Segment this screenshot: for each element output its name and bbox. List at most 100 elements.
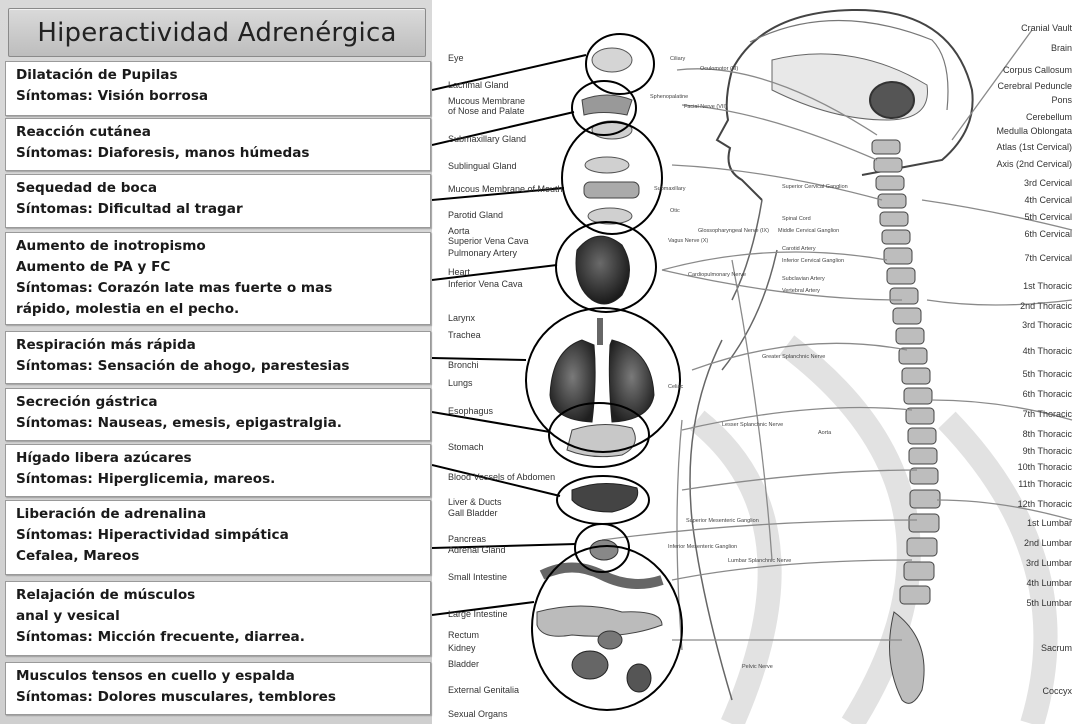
organ-label: Adrenal Gland: [448, 545, 506, 555]
spine-label: 3rd Cervical: [1024, 178, 1072, 188]
small-intestine-organ: [542, 568, 662, 585]
organ-label: Liver & Ducts: [448, 497, 502, 507]
organ-label: Superior Vena Cava: [448, 236, 529, 246]
symptom-line: Síntomas: Sensación de ahogo, parestesia…: [16, 356, 430, 377]
nerve-label: Greater Splanchnic Nerve: [762, 354, 825, 360]
symptom-line: Síntomas: Diaforesis, manos húmedas: [16, 143, 430, 164]
symptom-box-pupils: Dilatación de Pupilas Síntomas: Visión b…: [5, 61, 431, 116]
symptom-line: Síntomas: Corazón late mas fuerte o mas: [16, 278, 430, 299]
liver-organ: [572, 483, 638, 512]
spine-label: Medulla Oblongata: [996, 126, 1072, 136]
symptom-line: Liberación de adrenalina: [16, 504, 430, 525]
symptom-line: Síntomas: Dificultad al tragar: [16, 199, 430, 220]
symptom-line: Dilatación de Pupilas: [16, 65, 430, 86]
nerve-label: Carotid Artery: [782, 246, 816, 252]
nerve-label: Middle Cervical Ganglion: [778, 228, 839, 234]
organ-label: Lacrimal Gland: [448, 80, 509, 90]
symptom-box-gastric: Secreción gástrica Síntomas: Nauseas, em…: [5, 388, 431, 441]
nerve-label: Sphenopalatine: [650, 94, 688, 100]
spine-label: 12th Thoracic: [1018, 499, 1073, 509]
spine-label: 6th Cervical: [1024, 229, 1072, 239]
heart-organ: [576, 236, 630, 304]
symptom-box-heart: Aumento de inotropismo Aumento de PA y F…: [5, 232, 431, 325]
organ-label: Lungs: [448, 378, 473, 388]
mouth-membrane-organ: [584, 182, 639, 198]
spine-label: 4th Thoracic: [1023, 346, 1073, 356]
spine-label: Cerebellum: [1026, 112, 1072, 122]
organ-label: Parotid Gland: [448, 210, 503, 220]
symptom-box-skin: Reacción cutánea Síntomas: Diaforesis, m…: [5, 118, 431, 171]
symptom-line: Síntomas: Visión borrosa: [16, 86, 430, 107]
organ-label: Pulmonary Artery: [448, 248, 518, 258]
organ-label: Gall Bladder: [448, 508, 498, 518]
symptom-line: Sequedad de boca: [16, 178, 430, 199]
symptom-box-muscles-anal: Relajación de músculos anal y vesical Sí…: [5, 581, 431, 656]
spine-label: Corpus Callosum: [1003, 65, 1072, 75]
spine-label: 1st Lumbar: [1027, 518, 1072, 528]
organ-label: Aorta: [448, 226, 470, 236]
eye-organ: [592, 48, 632, 72]
organ-label: Submaxillary Gland: [448, 134, 526, 144]
nerve-label: Lesser Splanchnic Nerve: [722, 422, 783, 428]
spine-label: 9th Thoracic: [1023, 446, 1073, 456]
bladder-organ: [572, 651, 608, 679]
spine-label: 5th Thoracic: [1023, 369, 1073, 379]
symptom-line: Relajación de músculos: [16, 585, 430, 606]
nerve-label: Pelvic Nerve: [742, 664, 773, 670]
spine-label: Brain: [1051, 43, 1072, 53]
organ-label: Sexual Organs: [448, 709, 508, 719]
organ-label: External Genitalia: [448, 685, 519, 695]
organ-label: Inferior Vena Cava: [448, 279, 523, 289]
nerve-label: Glossopharyngeal Nerve (IX): [698, 228, 769, 234]
nerve-label: Vertebral Artery: [782, 288, 820, 294]
organ-label: Stomach: [448, 442, 484, 452]
organ-label: Kidney: [448, 643, 476, 653]
symptom-line: Síntomas: Hiperactividad simpática: [16, 525, 430, 546]
organ-label: Sublingual Gland: [448, 161, 517, 171]
symptom-line: Respiración más rápida: [16, 335, 430, 356]
nerve-label: Celiac: [668, 384, 684, 390]
spine-label: 4th Cervical: [1024, 195, 1072, 205]
nerve-label: Otic: [670, 208, 680, 214]
symptom-line: Musculos tensos en cuello y espalda: [16, 666, 430, 687]
spine-label: Coccyx: [1042, 686, 1072, 696]
nose-membrane-organ: [582, 95, 632, 115]
organ-label: Bronchi: [448, 360, 479, 370]
spine-label: 3rd Lumbar: [1026, 558, 1072, 568]
spine-label: Cerebral Peduncle: [997, 81, 1072, 91]
symptom-line: Aumento de inotropismo: [16, 236, 430, 257]
organ-label: Eye: [448, 53, 464, 63]
page-title: Hiperactividad Adrenérgica: [37, 18, 396, 48]
organ-label: Rectum: [448, 630, 479, 640]
spine-label: 4th Lumbar: [1026, 578, 1072, 588]
nerve-label: Subclavian Artery: [782, 276, 825, 282]
organ-label: Bladder: [448, 659, 479, 669]
nerve-label: Superior Cervical Ganglion: [782, 184, 848, 190]
spine-label: 1st Thoracic: [1023, 281, 1072, 291]
nerve-label: Inferior Mesenteric Ganglion: [668, 544, 737, 550]
nerve-label: Superior Mesenteric Ganglion: [686, 518, 759, 524]
nerve-label: Spinal Cord: [782, 216, 811, 222]
nerve-label: Submaxillary: [654, 186, 686, 192]
symptom-line: Reacción cutánea: [16, 122, 430, 143]
organs: [537, 48, 662, 692]
symptom-box-breathing: Respiración más rápida Síntomas: Sensaci…: [5, 331, 431, 384]
nerve-label: Lumbar Splanchnic Nerve: [728, 558, 791, 564]
organ-label: Mucous Membrane: [448, 96, 525, 106]
large-intestine-organ: [537, 606, 662, 636]
symptom-box-adrenaline: Liberación de adrenalina Síntomas: Hiper…: [5, 500, 431, 575]
symptom-line: Síntomas: Hiperglicemia, mareos.: [16, 469, 430, 490]
organ-label: Blood Vessels of Abdomen: [448, 472, 555, 482]
spine-label: 7th Cervical: [1024, 253, 1072, 263]
nerve-label: Ciliary: [670, 56, 686, 62]
symptom-box-liver: Hígado libera azúcares Síntomas: Hipergl…: [5, 444, 431, 497]
sublingual-gland-organ: [585, 157, 629, 173]
symptom-line: Cefalea, Mareos: [16, 546, 430, 567]
spine-label: 7th Thoracic: [1023, 409, 1073, 419]
symptom-line: Hígado libera azúcares: [16, 448, 430, 469]
nerve-label: Facial Nerve (VII): [684, 104, 727, 110]
head-outline: [717, 10, 973, 200]
nerve-label: Oculomotor (III): [700, 66, 738, 72]
symptom-line: anal y vesical: [16, 606, 430, 627]
nerve-lines: [602, 30, 1072, 650]
